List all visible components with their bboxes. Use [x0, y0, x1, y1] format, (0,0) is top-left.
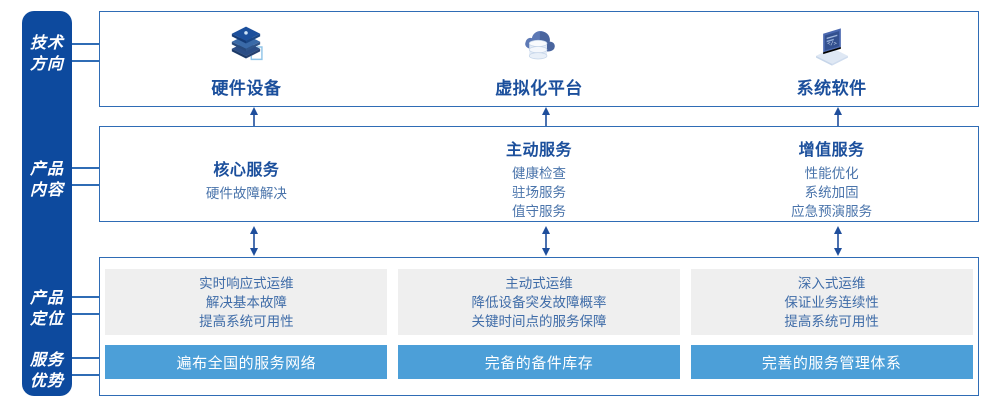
connector-line: [72, 313, 99, 315]
tech-item-hardware[interactable]: 硬件设备: [100, 12, 393, 106]
connector-line: [72, 374, 99, 376]
tech-item-virtualization[interactable]: 虚拟化平台: [393, 12, 686, 106]
sidebar-label-line2: 定位: [29, 311, 64, 328]
connector-line: [72, 60, 99, 62]
connector-line: [72, 184, 99, 186]
content-detail: 硬件故障解决: [205, 186, 287, 201]
sidebar-label-line1: 技术: [29, 35, 64, 52]
sidebar-item-product-position[interactable]: 产品 定位: [22, 288, 72, 330]
arrow-up-tech-1: [250, 107, 258, 127]
positioning-line: 关键时间点的服务保障: [471, 313, 607, 329]
content-detail: 性能优化: [804, 166, 859, 181]
positioning-box-3: 深入式运维 保证业务连续性 提高系统可用性: [690, 269, 973, 335]
positioning-row: 实时响应式运维 解决基本故障 提高系统可用性 主动式运维 降低设备突发故障概率 …: [100, 269, 978, 335]
positioning-advantage-panel: 实时响应式运维 解决基本故障 提高系统可用性 主动式运维 降低设备突发故障概率 …: [99, 257, 979, 396]
sidebar-label-line1: 产品: [29, 161, 64, 178]
advantage-row: 遍布全国的服务网络 完备的备件库存 完善的服务管理体系: [100, 345, 978, 379]
sidebar-item-service-advantage[interactable]: 服务 优势: [22, 350, 72, 392]
connector-line: [72, 296, 99, 298]
sidebar-label-line1: 服务: [29, 352, 64, 369]
content-item-proactive-service[interactable]: 主动服务 健康检查 驻场服务 值守服务: [393, 127, 686, 221]
connector-line: [72, 167, 99, 169]
content-item-value-added-service[interactable]: 增值服务 性能优化 系统加固 应急预演服务: [685, 127, 978, 221]
sidebar-item-tech-direction[interactable]: 技术 方向: [22, 33, 72, 75]
tech-direction-panel: 硬件设备 虚拟化平台: [99, 11, 979, 107]
cloud-database-icon: [525, 30, 555, 59]
content-title: 增值服务: [798, 142, 865, 159]
arrow-up-tech-2: [542, 107, 550, 127]
arrow-bidirectional-2: [542, 226, 550, 256]
positioning-line: 实时响应式运维: [199, 275, 294, 291]
content-detail: 值守服务: [512, 204, 566, 219]
content-detail: 健康检查: [512, 166, 566, 181]
positioning-line: 提高系统可用性: [784, 313, 879, 329]
svg-text:</>: </>: [827, 41, 837, 47]
positioning-cell[interactable]: 主动式运维 降低设备突发故障概率 关键时间点的服务保障: [393, 269, 686, 335]
tech-item-system-software[interactable]: </> 系统软件: [685, 12, 978, 106]
advantage-cell[interactable]: 完备的备件库存: [393, 345, 686, 379]
sidebar-label-line2: 优势: [29, 373, 64, 390]
positioning-cell[interactable]: 实时响应式运维 解决基本故障 提高系统可用性: [100, 269, 393, 335]
sidebar-label-line1: 产品: [29, 290, 64, 307]
connector-line: [72, 43, 99, 45]
positioning-cell[interactable]: 深入式运维 保证业务连续性 提高系统可用性: [685, 269, 978, 335]
category-sidebar: 技术 方向 产品 内容 产品 定位 服务 优势: [22, 11, 72, 396]
advantage-cell[interactable]: 遍布全国的服务网络: [100, 345, 393, 379]
positioning-line: 提高系统可用性: [199, 313, 294, 329]
arrow-up-tech-3: [834, 107, 842, 127]
advantage-cell[interactable]: 完善的服务管理体系: [685, 345, 978, 379]
laptop-code-icon: </>: [815, 27, 848, 66]
connector-line: [72, 357, 99, 359]
server-stack-icon: [232, 26, 263, 60]
positioning-line: 深入式运维: [797, 275, 866, 291]
content-detail: 系统加固: [804, 185, 859, 200]
tech-item-label: 系统软件: [796, 78, 867, 98]
content-title: 核心服务: [213, 162, 280, 179]
tech-item-label: 硬件设备: [211, 78, 282, 98]
product-content-panel: 核心服务 硬件故障解决 主动服务 健康检查 驻场服务 值守服务 增值服务 性能优…: [99, 126, 979, 222]
advantage-bar-3[interactable]: 完善的服务管理体系: [690, 345, 973, 379]
advantage-bar-2[interactable]: 完备的备件库存: [398, 345, 680, 379]
content-detail: 驻场服务: [512, 185, 566, 200]
tech-item-label: 虚拟化平台: [495, 78, 583, 98]
positioning-line: 降低设备突发故障概率: [471, 294, 607, 310]
positioning-line: 主动式运维: [505, 275, 573, 291]
sidebar-label-line2: 内容: [29, 182, 64, 199]
advantage-bar-1[interactable]: 遍布全国的服务网络: [105, 345, 388, 379]
sidebar-item-product-content[interactable]: 产品 内容: [22, 159, 72, 201]
positioning-line: 解决基本故障: [205, 294, 287, 310]
positioning-line: 保证业务连续性: [784, 294, 879, 310]
arrow-bidirectional-1: [250, 226, 258, 256]
content-title: 主动服务: [506, 142, 573, 159]
positioning-box-1: 实时响应式运维 解决基本故障 提高系统可用性: [105, 269, 388, 335]
sidebar-label-line2: 方向: [29, 56, 64, 73]
content-item-core-service[interactable]: 核心服务 硬件故障解决: [100, 127, 393, 221]
arrow-bidirectional-3: [834, 226, 842, 256]
content-detail: 应急预演服务: [791, 204, 873, 219]
positioning-box-2: 主动式运维 降低设备突发故障概率 关键时间点的服务保障: [398, 269, 680, 335]
